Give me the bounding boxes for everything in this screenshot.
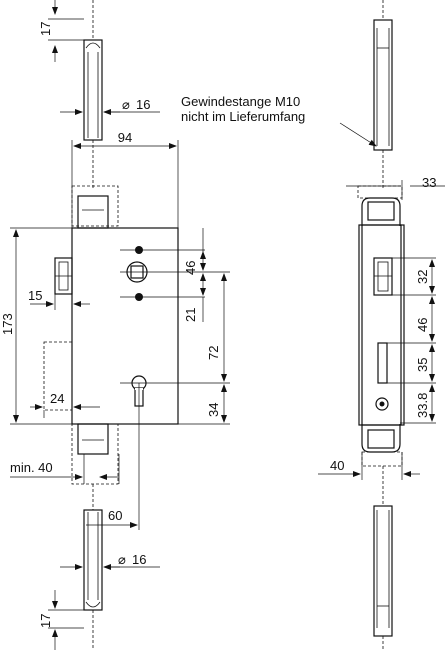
dim-top-rod-offset: 17: [38, 0, 84, 62]
dim-height: 173: [0, 227, 72, 425]
dim-side-lower-label: 33.8: [415, 393, 430, 418]
dim-bottom-rod-offset-label: 17: [38, 614, 53, 628]
dim-spindle-to-cylinder: 72: [206, 273, 227, 382]
dim-top-rod-diameter-label: 16: [136, 97, 150, 112]
left-bolt: [54, 257, 73, 295]
dim-top-rod-diameter: ⌀ 16: [60, 97, 160, 115]
dim-side-latch-label: 32: [415, 270, 430, 284]
dim-bolt-protrusion-label: 15: [28, 288, 42, 303]
dim-spindle-to-lower-hole: 21: [183, 273, 206, 322]
svg-text:⌀: ⌀: [118, 552, 126, 567]
threaded-rod-note: Gewindestange M10 nicht im Lieferumfang: [181, 94, 377, 147]
dim-side-latch-to-slot-label: 46: [415, 318, 430, 332]
dim-spindle-to-cylinder-label: 72: [206, 346, 221, 360]
dim-side-bottom-offset-label: 40: [330, 458, 344, 473]
note-line-1: Gewindestange M10: [181, 94, 300, 109]
dim-width-label: 94: [118, 130, 132, 145]
dim-side-top-overhang-label: 33: [422, 175, 436, 190]
dim-backset: 60: [86, 508, 138, 528]
lock-body: [71, 227, 179, 425]
dim-side-slot-label: 35: [415, 358, 430, 372]
svg-text:⌀: ⌀: [122, 97, 130, 112]
dim-backset-label: 60: [108, 508, 122, 523]
dim-top-rod-offset-label: 17: [38, 22, 53, 36]
side-slot: [377, 342, 388, 384]
side-screw: [375, 397, 389, 411]
dim-bottom-rod-diameter: ⌀ 16: [60, 552, 160, 570]
side-latch: [373, 257, 393, 296]
dim-side-bottom-offset: 40: [318, 452, 420, 480]
front-view: 17 ⌀ 16 94: [0, 0, 230, 650]
dim-spindle-to-top-hole: 46: [183, 228, 206, 275]
side-dims: 32 46 35 33.8: [387, 257, 436, 424]
dim-bottom-offset-label: 24: [50, 391, 64, 406]
dim-bottom-rod-diameter-label: 16: [132, 552, 146, 567]
side-body: [358, 224, 405, 426]
dim-min-distance: min. 40: [10, 454, 120, 484]
dim-width: 94: [71, 130, 179, 230]
note-line-2: nicht im Lieferumfang: [181, 109, 305, 124]
side-bottom-rod: [373, 466, 393, 650]
dim-spindle-to-top-hole-label: 46: [183, 261, 198, 275]
side-top-rod: [373, 0, 393, 190]
dim-spindle-to-lower-hole-label: 21: [183, 308, 198, 322]
dim-bottom-offset: 24: [30, 391, 100, 418]
side-view: 33 32: [318, 0, 445, 650]
top-rod: [83, 0, 103, 190]
dim-cylinder-to-bottom: 34: [206, 384, 227, 423]
dim-bottom-rod-offset: 17: [38, 590, 84, 650]
dim-cylinder-to-bottom-label: 34: [206, 403, 221, 417]
dim-side-top-overhang: 33: [346, 175, 445, 200]
dim-min-distance-label: min. 40: [10, 460, 53, 475]
dim-height-label: 173: [0, 313, 15, 335]
bottom-rod: [83, 509, 103, 650]
dim-bolt-protrusion: 15: [28, 288, 90, 310]
